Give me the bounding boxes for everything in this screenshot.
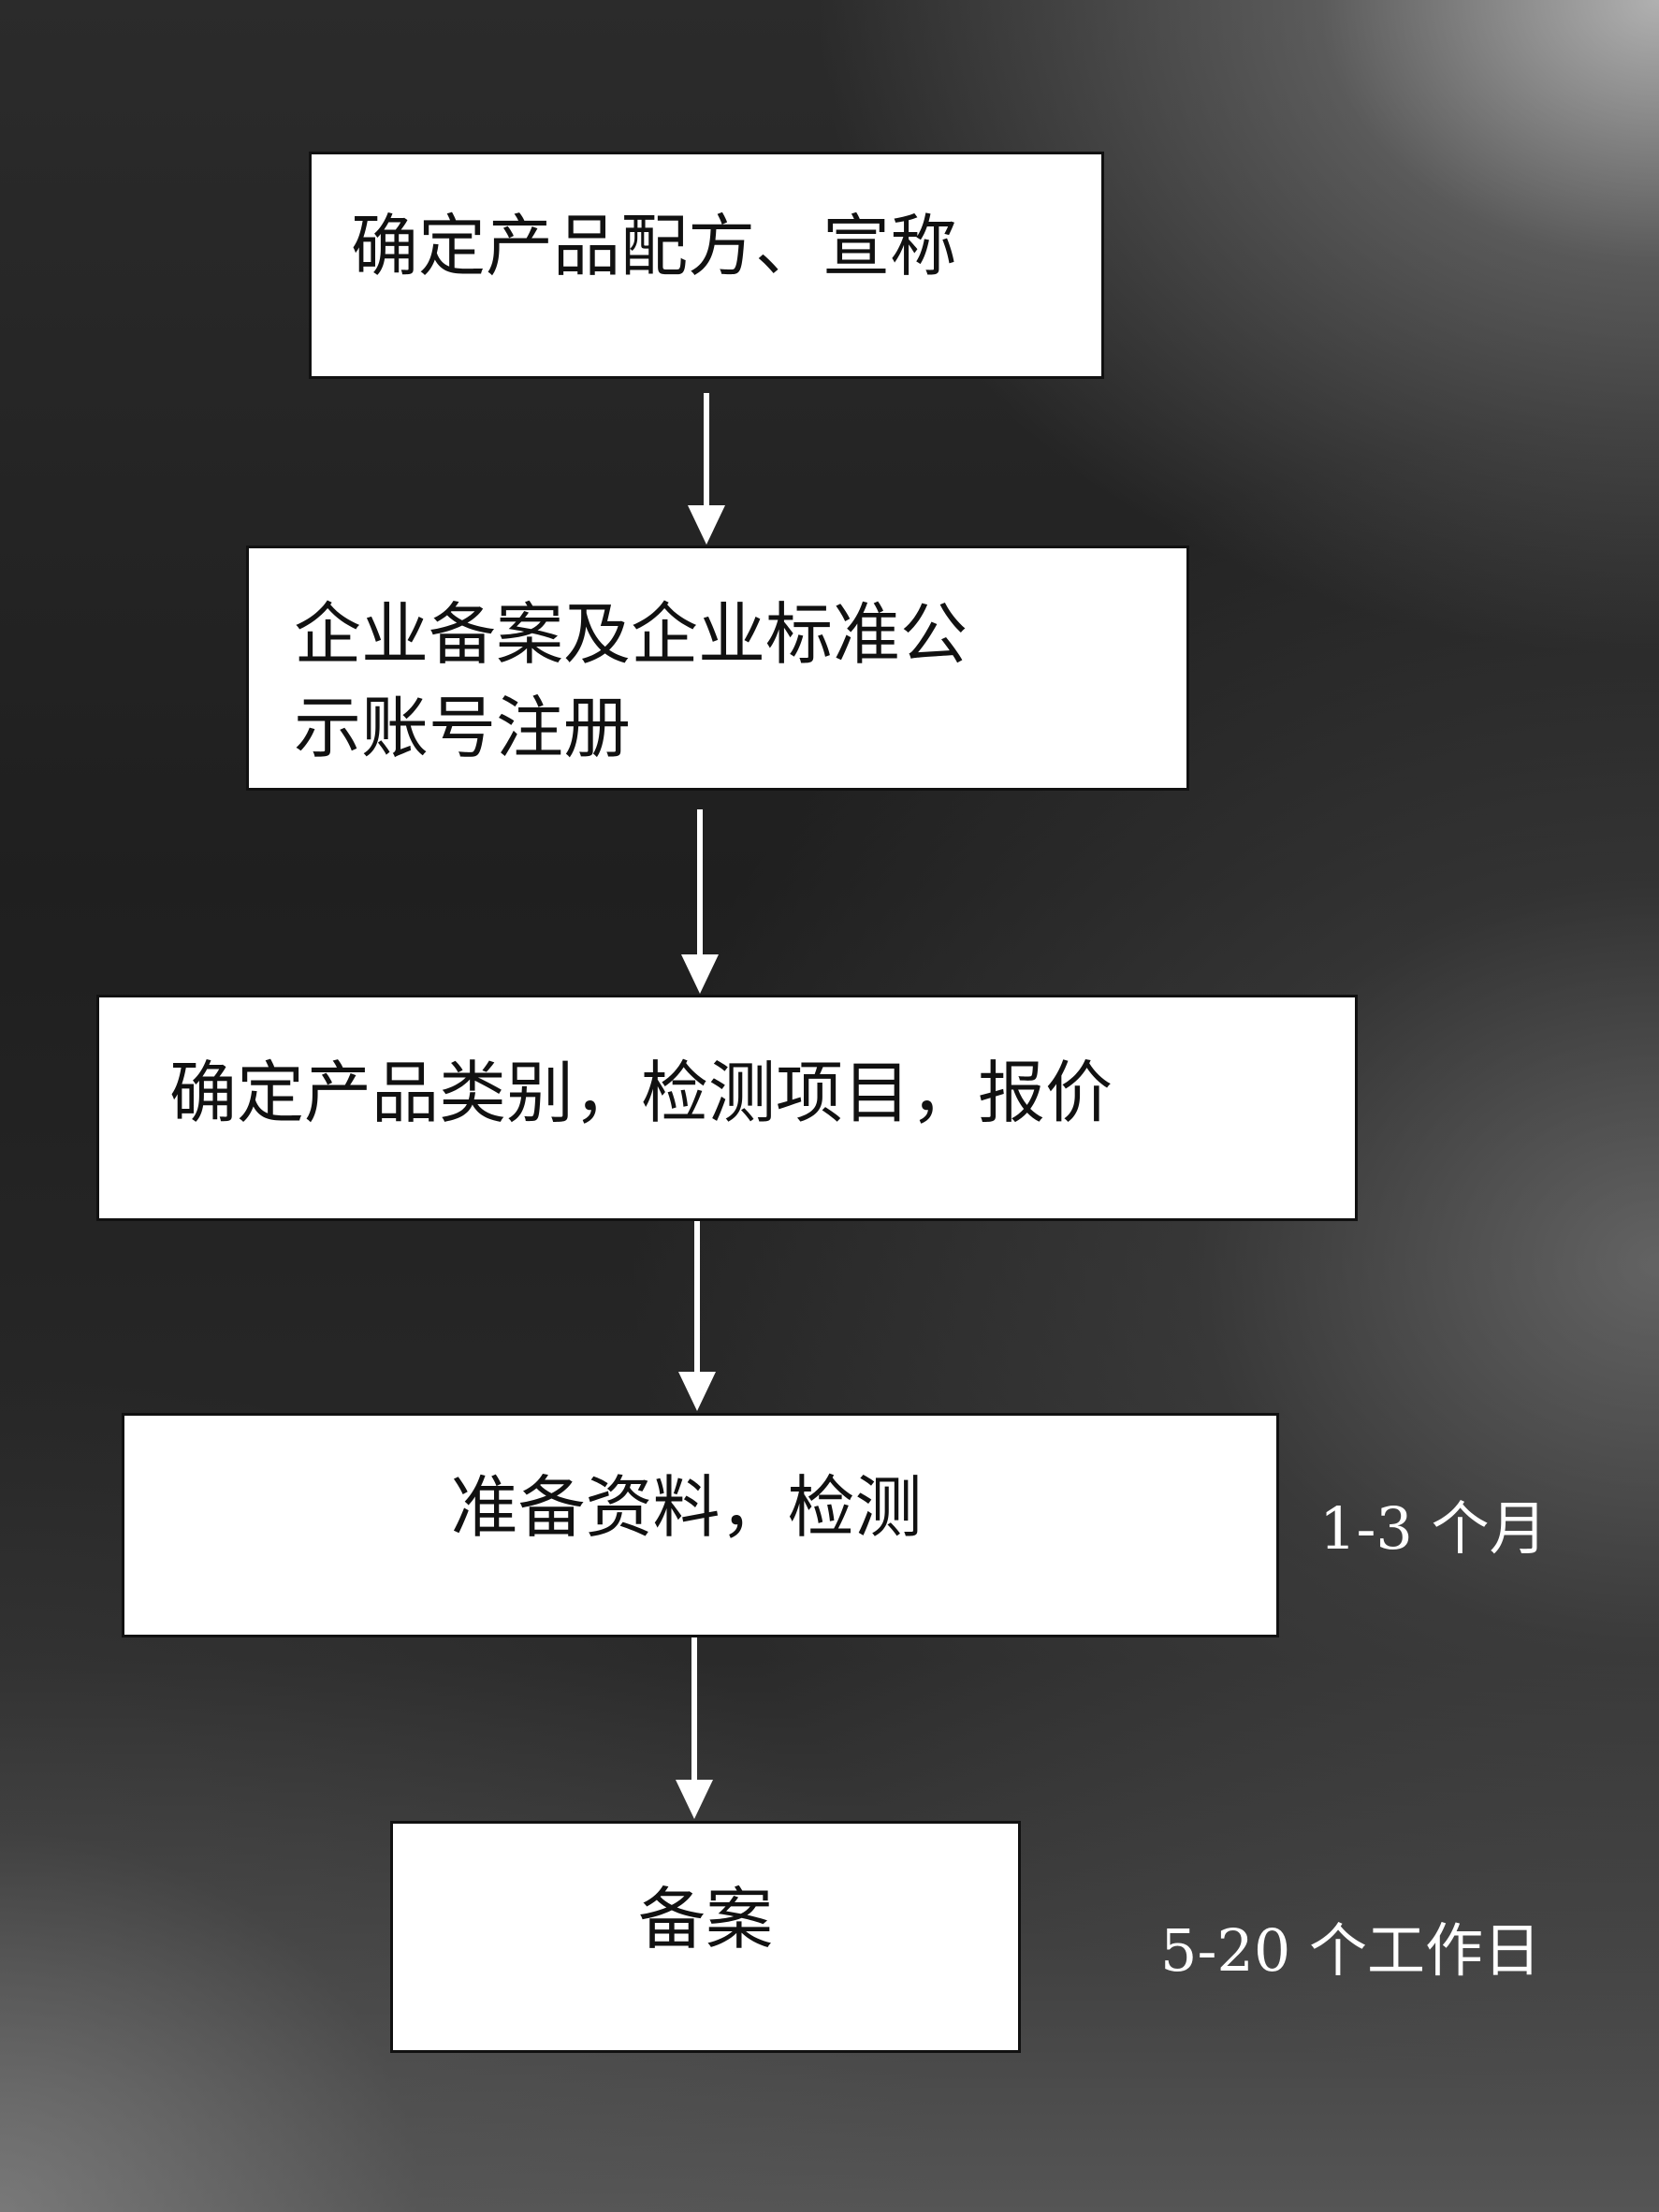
arrow-head-1-2 — [688, 505, 725, 545]
arrow-head-2-3 — [681, 954, 719, 994]
step-box-4: 准备资料，检测 — [122, 1413, 1279, 1637]
step-box-5: 备案 — [390, 1821, 1021, 2053]
step-box-2: 企业备案及企业标准公 示账号注册 — [246, 546, 1189, 791]
arrow-head-4-5 — [676, 1780, 713, 1819]
step-label-4: 准备资料，检测 — [450, 1468, 923, 1547]
step-box-3: 确定产品类别，检测项目，报价 — [96, 995, 1358, 1221]
duration-note-1: 1-3 个月 — [1319, 1494, 1548, 1563]
step-box-1: 确定产品配方、宣称 — [309, 152, 1104, 379]
step-label-5: 备案 — [637, 1880, 773, 1958]
arrow-head-3-4 — [678, 1372, 716, 1411]
duration-note-2: 5-20 个工作日 — [1160, 1916, 1541, 1985]
step-label-3: 确定产品类别，检测项目，报价 — [169, 1054, 1113, 1132]
step-label-2: 企业备案及企业标准公 示账号注册 — [294, 595, 968, 767]
step-label-1: 确定产品配方、宣称 — [351, 207, 958, 285]
